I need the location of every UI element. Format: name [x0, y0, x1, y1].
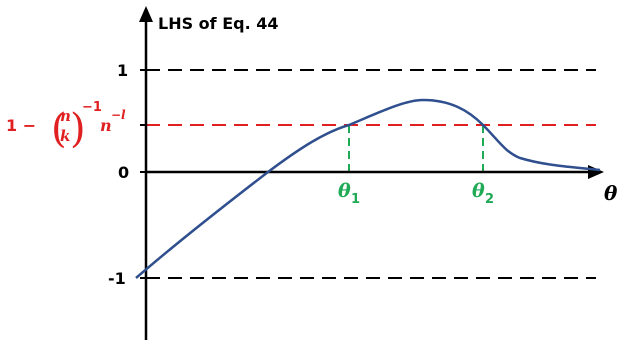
binom-exponent: −1: [82, 100, 102, 115]
theta2-label: θ 2: [472, 180, 494, 207]
theta1-label: θ 1: [338, 180, 360, 207]
lhs-curve: [135, 98, 601, 279]
tick-label-zero: 0: [118, 163, 129, 182]
y-axis-label: LHS of Eq. 44: [158, 14, 279, 33]
threshold-label: 1 − ( n k ) −1 n −l: [6, 100, 126, 152]
theta2-subscript: 2: [485, 192, 494, 207]
theta1-symbol: θ: [338, 180, 351, 202]
theta1-subscript: 1: [351, 192, 360, 207]
binom-right-paren: ): [70, 106, 86, 152]
x-axis-arrowhead: [588, 165, 604, 179]
y-axis-arrowhead: [139, 6, 153, 22]
binom-top: n: [60, 107, 71, 125]
tick-label-one: 1: [117, 61, 128, 80]
tick-label-minus-one: -1: [108, 269, 126, 288]
threshold-n: n: [100, 116, 112, 135]
binom-left-paren: (: [51, 106, 67, 152]
theta2-symbol: θ: [472, 180, 485, 202]
x-axis-label: θ: [604, 181, 618, 205]
threshold-n-exponent: −l: [111, 108, 126, 122]
threshold-prefix: 1 −: [6, 116, 36, 135]
binom-bottom: k: [60, 127, 70, 145]
